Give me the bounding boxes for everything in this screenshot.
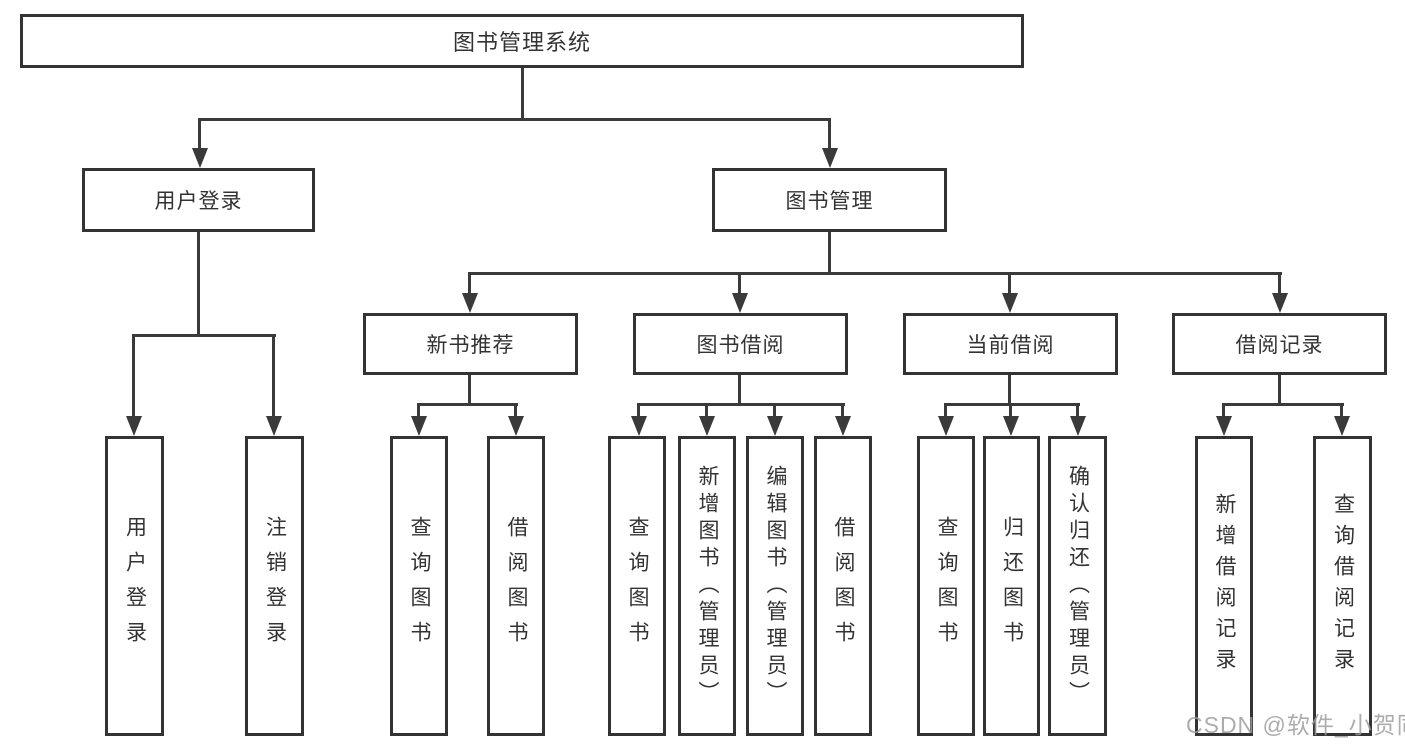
connector-line [521,68,524,121]
leaf-logout: 注销登录 [245,436,304,736]
arrowhead-down-icon [1334,416,1350,436]
connector-line [944,403,1080,406]
arrowhead-down-icon [1003,416,1019,436]
arrowhead-down-icon [192,148,208,168]
connector-line [132,334,135,418]
connector-line [1278,272,1281,295]
node-borrowing-records: 借阅记录 [1172,313,1387,375]
leaf-return-books: 归还图书 [983,436,1040,736]
connector-line [1278,375,1281,405]
arrowhead-down-icon [732,293,748,313]
connector-line [417,403,518,406]
leaf-query-borrow-record: 查询借阅记录 [1313,436,1372,736]
leaf-query-books-current: 查询图书 [917,436,975,736]
connector-line [1008,272,1011,295]
connector-line [514,403,517,418]
connector-line [468,272,471,295]
connector-line [841,403,844,418]
arrowhead-down-icon [938,416,954,436]
arrowhead-down-icon [822,148,838,168]
arrowhead-down-icon [266,416,282,436]
node-current-borrowing: 当前借阅 [903,313,1118,375]
connector-line [198,118,201,150]
connector-line [468,375,471,405]
leaf-borrow-books-recommend: 借阅图书 [487,436,545,736]
connector-line [773,403,776,418]
node-user-login: 用户登录 [82,168,315,232]
leaf-query-books-borrowing: 查询图书 [608,436,666,736]
leaf-user-login: 用户登录 [105,436,164,736]
connector-line [637,403,640,418]
leaf-query-books-recommend: 查询图书 [390,436,448,736]
arrowhead-down-icon [767,416,783,436]
arrowhead-down-icon [1070,416,1086,436]
arrowhead-down-icon [699,416,715,436]
connector-line [272,334,275,418]
arrowhead-down-icon [1272,293,1288,313]
connector-line [197,232,200,336]
leaf-borrow-books-borrowing: 借阅图书 [814,436,872,736]
connector-line [417,403,420,418]
connector-line [828,232,831,274]
arrowhead-down-icon [631,416,647,436]
node-book-borrowing: 图书借阅 [633,313,848,375]
connector-line [1222,403,1344,406]
node-new-book-recommendation: 新书推荐 [363,313,578,375]
arrowhead-down-icon [1216,416,1232,436]
connector-line [738,375,741,405]
connector-line [132,334,276,337]
arrowhead-down-icon [411,416,427,436]
connector-line [738,272,741,295]
connector-line [1008,375,1011,405]
leaf-confirm-return-admin: 确认归还（管理员） [1048,436,1107,736]
connector-line [828,118,831,150]
arrowhead-down-icon [126,416,142,436]
connector-line [1222,403,1225,418]
connector-line [1076,403,1079,418]
arrowhead-down-icon [835,416,851,436]
leaf-add-books-admin: 新增图书（管理员） [678,436,736,736]
arrowhead-down-icon [508,416,524,436]
node-library-management-system: 图书管理系统 [20,14,1024,68]
arrowhead-down-icon [1002,293,1018,313]
connector-line [198,118,831,121]
connector-line [1340,403,1343,418]
watermark: CSDN @软件_小贺同学 [1186,712,1405,738]
connector-line [468,272,1282,275]
connector-line [944,403,947,418]
connector-line [705,403,708,418]
leaf-add-borrow-record: 新增借阅记录 [1195,436,1253,736]
leaf-edit-books-admin: 编辑图书（管理员） [746,436,804,736]
arrowhead-down-icon [462,293,478,313]
connector-line [637,403,845,406]
node-book-management: 图书管理 [712,168,947,232]
connector-line [1009,403,1012,418]
